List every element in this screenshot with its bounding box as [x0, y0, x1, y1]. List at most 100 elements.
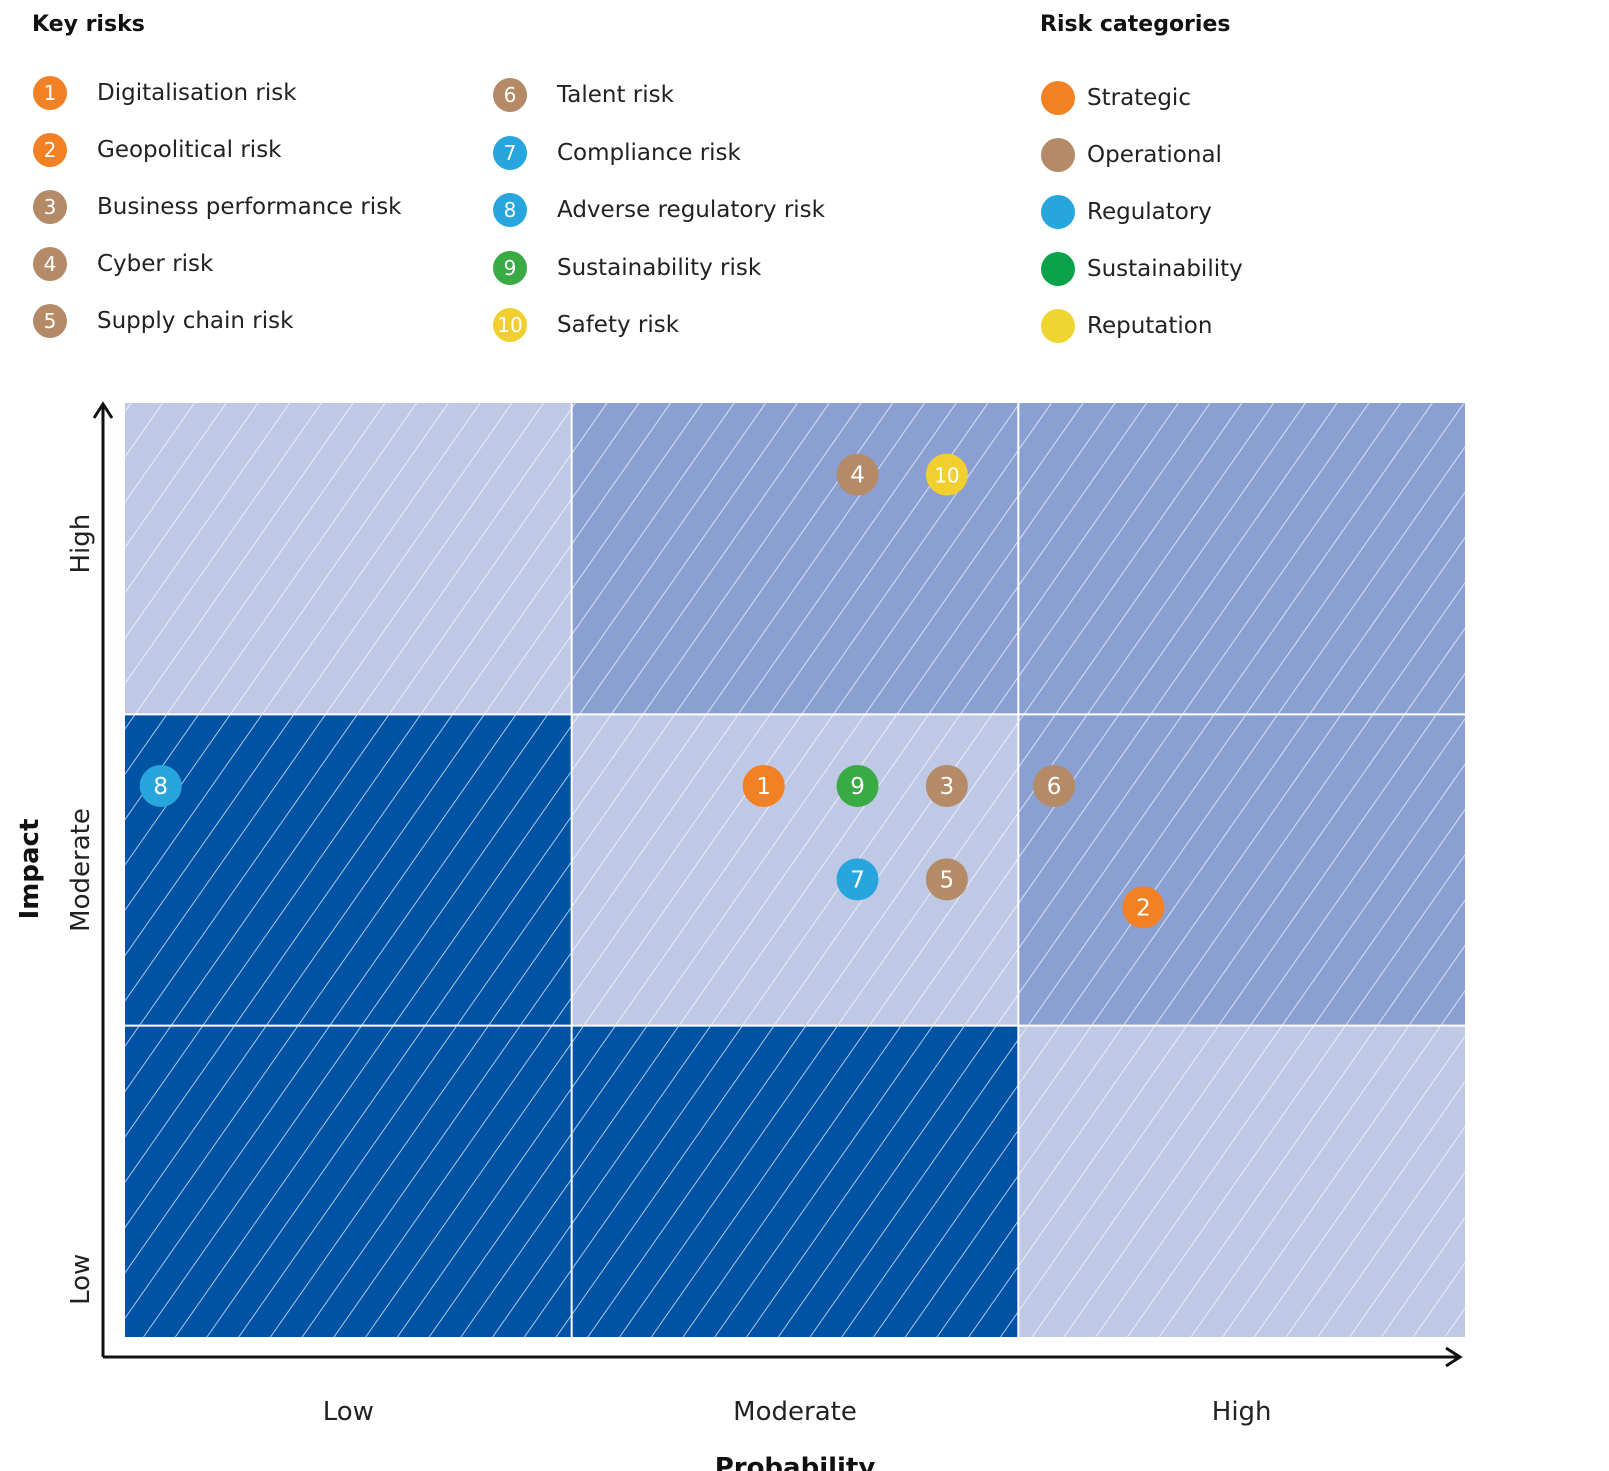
key-risk-item: 8 Adverse regulatory risk	[493, 192, 825, 228]
risk-point-2: 2	[1122, 886, 1165, 929]
risk-label: Cyber risk	[97, 251, 214, 277]
cell-hatching	[1018, 714, 1465, 1026]
cell-hatching	[125, 714, 572, 1026]
risk-label: Digitalisation risk	[97, 80, 297, 106]
risk-point-label: 2	[1136, 895, 1151, 921]
category-swatch	[1041, 309, 1075, 343]
risk-point-6: 6	[1033, 764, 1076, 807]
y-tick-label: Moderate	[66, 808, 96, 932]
risk-point-marker	[139, 764, 182, 807]
cell-hatching	[125, 403, 572, 715]
category-swatch	[1041, 81, 1075, 115]
risk-point-marker	[742, 764, 785, 807]
risk-label: Supply chain risk	[97, 308, 294, 334]
risk-point-label: 8	[153, 774, 168, 800]
risk-number-badge: 3	[33, 190, 67, 224]
risk-points: 1 2 3 4 5 6 7 8 9 10	[139, 453, 1165, 929]
category-label: Regulatory	[1087, 199, 1212, 225]
key-risk-item: 6 Talent risk	[493, 77, 674, 113]
category-swatch	[1041, 252, 1075, 286]
category-label: Reputation	[1087, 313, 1213, 339]
risk-number-badge: 9	[493, 250, 527, 285]
risk-point-marker	[925, 764, 968, 807]
risk-number-badge: 4	[33, 247, 67, 281]
risk-point-label: 4	[850, 463, 865, 489]
category-label: Sustainability	[1087, 256, 1243, 282]
risk-point-8: 8	[139, 764, 182, 807]
risk-point-4: 4	[836, 453, 879, 496]
category-swatch	[1041, 195, 1075, 229]
risk-label: Compliance risk	[557, 139, 741, 166]
risk-number-badge: 8	[493, 193, 527, 227]
key-risk-item: 10 Safety risk	[493, 307, 679, 343]
risk-label: Talent risk	[557, 82, 674, 108]
risk-point-marker	[836, 764, 879, 807]
x-tick-label: Low	[323, 1397, 374, 1427]
risk-point-label: 5	[940, 867, 955, 893]
key-risk-item: 5 Supply chain risk	[33, 303, 293, 339]
risk-point-marker	[925, 858, 968, 901]
risk-label: Geopolitical risk	[97, 137, 282, 163]
y-tick-label: High	[66, 514, 96, 574]
risk-point-7: 7	[836, 858, 879, 901]
risk-label: Sustainability risk	[557, 254, 762, 281]
risk-point-5: 5	[925, 858, 968, 901]
category-label: Strategic	[1087, 85, 1191, 111]
risk-number-badge: 7	[493, 135, 527, 170]
risk-point-label: 6	[1047, 774, 1062, 800]
risk-number-badge: 2	[33, 133, 67, 167]
key-risk-item: 2 Geopolitical risk	[33, 132, 282, 168]
risk-point-3: 3	[925, 764, 968, 807]
risk-point-9: 9	[836, 764, 879, 807]
y-axis-arrow	[92, 401, 114, 419]
risk-point-label: 9	[850, 774, 865, 800]
risk-label: Business performance risk	[97, 194, 402, 220]
key-risk-item: 1 Digitalisation risk	[33, 75, 297, 111]
key-risk-item: 3 Business performance risk	[33, 189, 402, 225]
cell-hatching	[1018, 403, 1465, 715]
risk-number-badge: 5	[33, 304, 67, 338]
cell-hatching	[1018, 1025, 1465, 1337]
category-item: Operational	[1041, 137, 1222, 173]
category-swatch	[1041, 138, 1075, 172]
y-axis-label: Impact	[15, 819, 45, 920]
x-tick-label: High	[1212, 1397, 1272, 1427]
risk-categories-heading: Risk categories	[1040, 12, 1231, 37]
x-axis-arrow	[1445, 1346, 1463, 1368]
key-risk-item: 4 Cyber risk	[33, 246, 213, 282]
y-tick-label: Low	[66, 1254, 96, 1305]
x-axis-label: Probability	[715, 1453, 876, 1471]
risk-label: Safety risk	[557, 312, 680, 338]
category-item: Regulatory	[1041, 194, 1212, 230]
risk-point-marker	[836, 858, 879, 901]
risk-point-label: 1	[756, 774, 771, 800]
category-item: Strategic	[1041, 80, 1191, 116]
risk-point-label: 3	[940, 774, 955, 800]
risk-point-1: 1	[742, 764, 785, 807]
chart-axes	[92, 401, 1463, 1368]
risk-point-10: 10	[925, 453, 968, 496]
cell-hatching	[571, 1025, 1019, 1337]
risk-number-badge: 6	[493, 78, 527, 112]
risk-matrix-grid	[125, 403, 1465, 1337]
key-risk-item: 9 Sustainability risk	[493, 250, 761, 286]
category-item: Sustainability	[1041, 251, 1243, 287]
cell-hatching	[125, 1025, 572, 1337]
category-item: Reputation	[1041, 308, 1212, 344]
category-label: Operational	[1087, 142, 1222, 168]
risk-point-marker	[1033, 764, 1076, 807]
risk-label: Adverse regulatory risk	[557, 197, 825, 223]
x-tick-label: Moderate	[733, 1397, 857, 1427]
risk-point-label: 7	[850, 867, 865, 893]
risk-point-marker	[925, 453, 968, 496]
key-risks-heading: Key risks	[32, 12, 145, 37]
risk-point-label: 10	[934, 464, 959, 488]
cell-hatching	[571, 403, 1019, 715]
risk-number-badge: 10	[493, 308, 527, 342]
risk-point-marker	[836, 453, 879, 496]
key-risk-item: 7 Compliance risk	[493, 135, 741, 171]
risk-point-marker	[1122, 886, 1165, 929]
risk-number-badge: 1	[33, 76, 67, 110]
